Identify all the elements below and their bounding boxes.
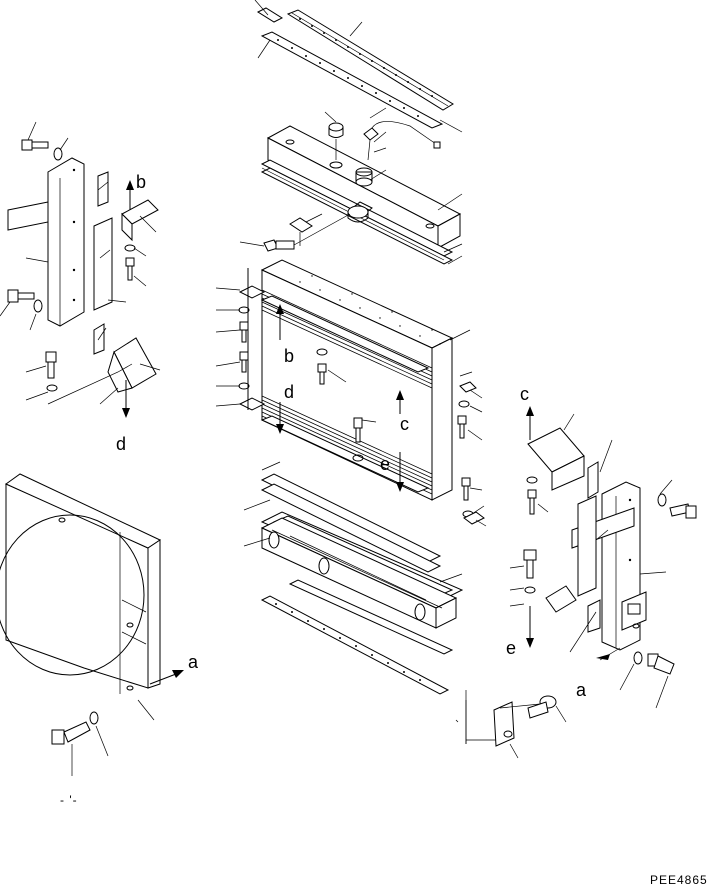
left-bolts-mid (0, 289, 43, 331)
label-e-right: e (506, 638, 516, 658)
label-e-core: e (380, 454, 390, 474)
bottom-mount (465, 690, 567, 759)
arrow-b-core (276, 304, 284, 340)
arrow-e-right (526, 606, 534, 648)
arrow-a-left (149, 670, 184, 685)
core-bolts-left (238, 306, 250, 390)
lower-tank-leaders (243, 461, 463, 583)
lower-tank (260, 517, 458, 629)
left-seal-strips (93, 171, 113, 355)
sensor-wire (363, 121, 441, 161)
label-a-left: a (188, 652, 199, 672)
strip-holes (299, 18, 433, 97)
core-right-fasteners (457, 381, 485, 525)
overflow-pipe (289, 205, 369, 246)
right-side-plate (571, 481, 647, 651)
top-strip-leaders (254, 0, 463, 133)
core-left-leaders (215, 287, 241, 407)
shroud-bolt (51, 699, 155, 776)
strip-lower-holes (277, 39, 419, 117)
core-right-leaders (449, 329, 487, 527)
left-bracket-lower (107, 337, 161, 393)
right-bolts-side (619, 479, 697, 709)
label-c-right: c (520, 384, 529, 404)
tank-leaders (305, 107, 463, 265)
core-center-bolt (316, 348, 377, 462)
label-b-core: b (284, 346, 294, 366)
arrow-c-core (396, 390, 404, 414)
label-d-core: d (284, 382, 294, 402)
arrow-d-core (276, 402, 284, 434)
core-left-stays (238, 268, 430, 493)
label-a-right: a (576, 680, 587, 700)
left-bottom-mark: - '- (60, 793, 78, 807)
core-dots (299, 275, 441, 345)
label-b-left: b (136, 172, 146, 192)
right-wire-clip (596, 654, 610, 660)
arrow-e-core (396, 452, 404, 492)
left-bracket-upper (121, 199, 159, 287)
label-c-core: c (400, 414, 409, 434)
top-strip-small (256, 7, 284, 23)
tank-bolt (239, 213, 351, 252)
arrow-c-right (526, 406, 534, 440)
arrow-b-left (126, 180, 134, 210)
left-side-plate (7, 157, 85, 327)
bottom-strips (260, 579, 454, 695)
bottom-frame-lines (455, 700, 467, 744)
label-d-left: d (116, 434, 126, 454)
left-bolt-lower (25, 351, 58, 401)
arrow-d-left (122, 380, 130, 418)
drawing-code: PEE4865 (650, 873, 708, 887)
left-misc-leaders (25, 181, 133, 405)
top-strip-upper (286, 9, 454, 111)
filler-neck (355, 177, 373, 187)
radiator-cap (328, 122, 344, 169)
left-bolts-top (21, 121, 69, 161)
right-bolt-mid (509, 549, 577, 613)
right-bracket-upper (526, 413, 585, 515)
fan-shroud (0, 473, 162, 694)
right-seal-strips (577, 461, 601, 633)
